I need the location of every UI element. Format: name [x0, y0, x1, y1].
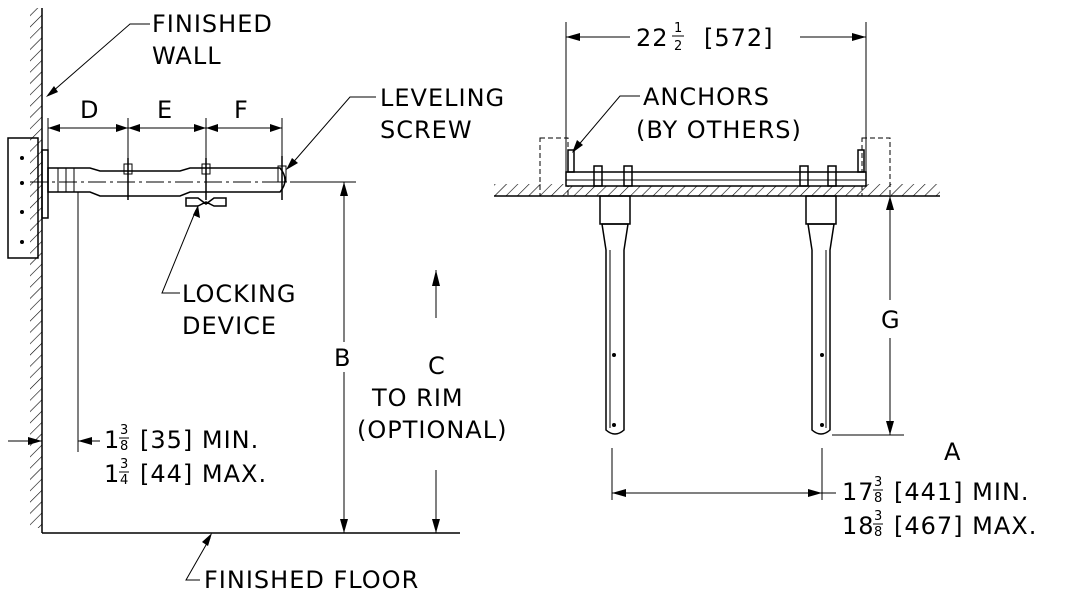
- min-gap-rest: [35] MIN.: [140, 426, 259, 454]
- a-min-rest: [441] MIN.: [894, 478, 1030, 506]
- base-bolts: [567, 149, 865, 187]
- a-max-whole: 18: [842, 512, 875, 540]
- top-width-den: 2: [674, 39, 682, 54]
- anchors-label-line2: (BY OTHERS): [636, 116, 802, 144]
- max-gap-rest: [44] MAX.: [140, 460, 267, 488]
- wall-plate: [7, 137, 39, 259]
- dim-e-label: E: [157, 96, 173, 124]
- locking-device-label-line2: DEVICE: [182, 312, 277, 340]
- top-width-dimension: 22 1 2 [572]: [565, 21, 867, 172]
- max-gap-whole: 1: [104, 460, 120, 488]
- finished-wall-label-line2: WALL: [152, 42, 222, 70]
- finished-floor-label: FINISHED FLOOR: [204, 566, 419, 594]
- screw-d: [123, 158, 133, 200]
- min-gap-whole: 1: [104, 426, 120, 454]
- upright-right: [805, 195, 837, 435]
- finished-wall-leader: [51, 23, 150, 93]
- dim-a-label: A: [944, 438, 961, 466]
- anchors-leader: [575, 95, 640, 149]
- to-rim-label: TO RIM: [371, 384, 464, 412]
- floor-hatch: [494, 184, 940, 196]
- a-dimension: A 17 3 8 [441] MIN. 18 3 8 [467] MAX.: [611, 438, 1037, 540]
- max-gap-num: 3: [120, 457, 128, 472]
- a-max-num: 3: [874, 509, 882, 524]
- optional-label: (OPTIONAL): [357, 416, 507, 444]
- side-view: D E F FINISHED WALL LEVELING SCREW LOCKI…: [7, 8, 507, 594]
- leveling-screw: [277, 156, 287, 200]
- screw-e: [201, 158, 211, 200]
- base-plate: [565, 171, 867, 187]
- plate-flange: [41, 149, 49, 219]
- wall-gap-dimension: 1 3 8 [35] MIN. 1 3 4 [44] MAX.: [8, 192, 267, 488]
- leveling-screw-label-line1: LEVELING: [380, 84, 505, 112]
- a-min-whole: 17: [842, 478, 875, 506]
- top-width-num: 1: [674, 21, 682, 36]
- dim-f-label: F: [234, 96, 249, 124]
- dim-b-label: B: [334, 344, 351, 372]
- a-min-num: 3: [874, 475, 882, 490]
- locking-device-label-line1: LOCKING: [182, 280, 297, 308]
- top-width-rest: [572]: [704, 24, 774, 52]
- leveling-screw-leader: [289, 96, 376, 167]
- min-gap-num: 3: [120, 423, 128, 438]
- top-width-whole: 22: [636, 24, 669, 52]
- g-dimension: G: [832, 195, 904, 436]
- a-max-den: 8: [874, 525, 882, 540]
- anchors-label-line1: ANCHORS: [643, 83, 770, 111]
- finished-wall-hatch: [30, 8, 42, 528]
- finished-floor-leader: [185, 537, 211, 581]
- dim-c-label: C: [428, 352, 446, 380]
- finished-wall-label-line1: FINISHED: [152, 10, 273, 38]
- max-gap-den: 4: [120, 473, 128, 488]
- def-dimension: D E F: [47, 96, 283, 168]
- upright-left: [599, 195, 631, 435]
- a-min-den: 8: [874, 491, 882, 506]
- dim-g-label: G: [881, 306, 901, 334]
- front-view: 22 1 2 [572] ANCHORS (BY OTHERS) G: [494, 21, 1037, 540]
- a-max-rest: [467] MAX.: [894, 512, 1037, 540]
- dim-d-label: D: [80, 96, 99, 124]
- min-gap-den: 8: [120, 439, 128, 454]
- locking-device-leader: [161, 209, 197, 294]
- c-dimension: C TO RIM (OPTIONAL): [357, 270, 507, 533]
- b-dimension: B: [290, 181, 356, 533]
- locking-device: [185, 197, 227, 207]
- leveling-screw-label-line2: SCREW: [380, 116, 473, 144]
